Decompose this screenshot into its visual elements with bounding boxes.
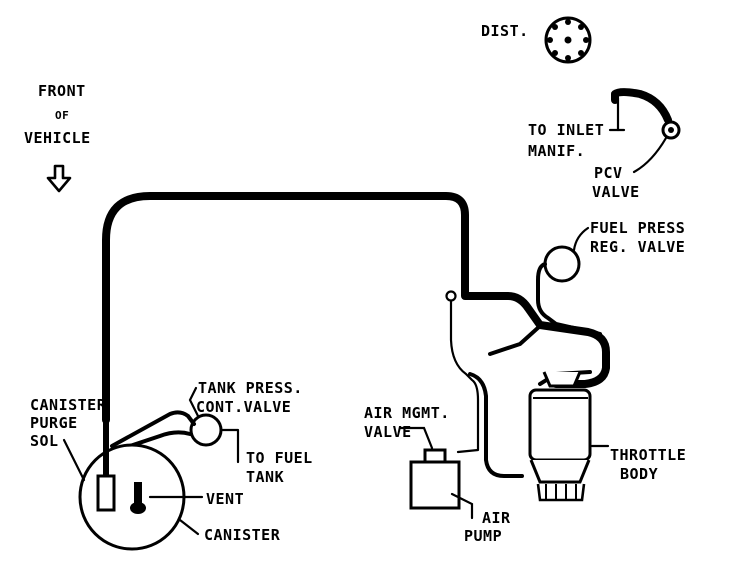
vent-icon: [130, 482, 146, 514]
tank-valve-hose-upper: [110, 410, 196, 448]
front-label: FRONT: [38, 82, 86, 100]
sol-label: SOL: [30, 432, 59, 450]
pcv-valve-label: VALVE: [592, 183, 640, 201]
canister-purge-solenoid: [96, 474, 116, 512]
canister-leader: [178, 518, 200, 536]
distributor-icon: [544, 16, 592, 64]
to-fuel-label: TO FUEL: [246, 449, 313, 467]
to-inlet-label: TO INLET: [528, 121, 604, 139]
canister-purge-label: CANISTER: [30, 396, 107, 414]
pcv-label: PCV: [594, 164, 623, 182]
purge-label: PURGE: [30, 414, 78, 432]
distributor-label: DIST.: [481, 22, 529, 40]
air-pump-label: AIR: [482, 509, 511, 527]
air-mgmt-label: AIR MGMT.: [364, 404, 450, 422]
vehicle-label: VEHICLE: [24, 129, 91, 147]
fuel-press-label: FUEL PRESS: [590, 219, 685, 237]
front-of-label: OF: [55, 109, 69, 122]
pcv-leader: [632, 136, 668, 174]
air-pump-leader: [450, 492, 474, 520]
tank-press-leader: [188, 386, 200, 418]
air-mgmt-vacuum-line: [449, 299, 480, 454]
down-arrow-icon: [46, 164, 72, 193]
fuel-press-leader: [572, 226, 590, 252]
canister-purge-hose: [102, 192, 610, 424]
air-mgmt-valve-label: VALVE: [364, 423, 412, 441]
air-pipe-lower: [468, 372, 524, 478]
air-management-valve: [409, 448, 461, 510]
purge-sol-leader: [62, 438, 86, 482]
reg-valve-label: REG. VALVE: [590, 238, 685, 256]
cont-valve-label: CONT.VALVE: [196, 398, 291, 416]
tank-press-label: TANK PRESS.: [198, 379, 303, 397]
fuel-pressure-regulator: [543, 245, 581, 283]
air-mgmt-leader: [398, 426, 434, 450]
body-label: BODY: [620, 465, 658, 483]
throttle-label: THROTTLE: [610, 446, 686, 464]
manifold-label: MANIF.: [528, 142, 585, 160]
tank-valve-hose-lower: [110, 430, 192, 454]
vent-label: VENT: [206, 490, 244, 508]
tank-pressure-control-valve: [189, 413, 223, 447]
air-pipe-to-pump: [488, 324, 542, 356]
throttle-body: [528, 371, 592, 502]
air-pump-label-2: PUMP: [464, 527, 502, 545]
regulator-hose: [536, 262, 602, 336]
fuel-tank-label: TANK: [246, 468, 284, 486]
pcv-hose: [611, 88, 672, 124]
to-fuel-tank-line: [219, 428, 240, 464]
canister-label: CANISTER: [204, 526, 281, 544]
air-hose-port: [445, 290, 457, 302]
